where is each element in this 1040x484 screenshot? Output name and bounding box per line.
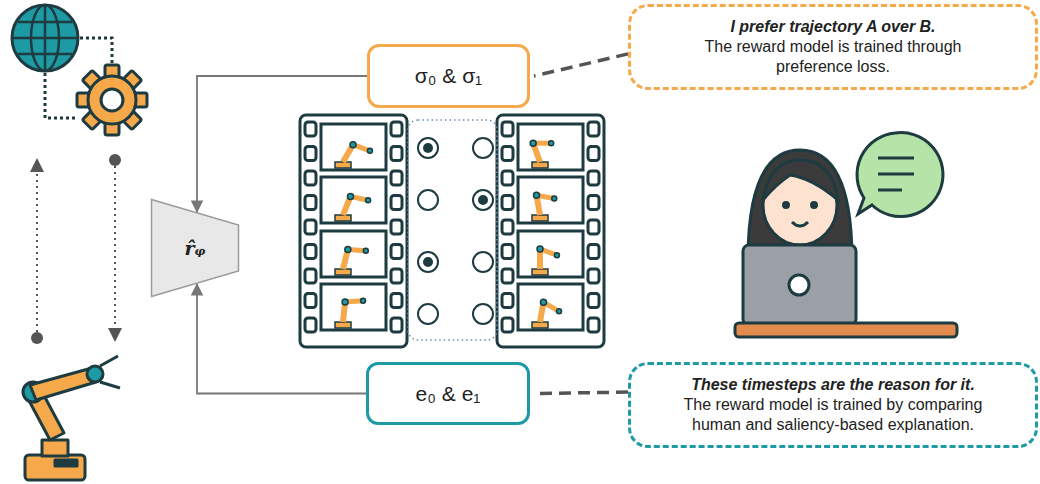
film-strip bbox=[300, 115, 407, 347]
film-frame bbox=[321, 124, 386, 170]
sprocket-hole bbox=[588, 318, 599, 332]
robot-pose bbox=[532, 246, 559, 275]
sprocket-hole bbox=[305, 269, 316, 283]
callout-heading: These timesteps are the reason for it. bbox=[661, 375, 1005, 395]
robot-pose bbox=[530, 140, 554, 168]
radio-button bbox=[473, 304, 493, 324]
radio-button bbox=[473, 138, 493, 158]
film-frame bbox=[518, 124, 583, 170]
film-frame bbox=[321, 284, 386, 330]
robot-pose bbox=[335, 142, 372, 168]
sprocket-hole bbox=[588, 171, 599, 185]
sprocket-hole bbox=[588, 147, 599, 161]
dotted-link bbox=[45, 73, 78, 118]
sprocket-hole bbox=[305, 122, 316, 136]
radio-dot bbox=[423, 257, 433, 267]
sprocket-hole bbox=[391, 122, 402, 136]
radio-dot bbox=[478, 195, 488, 205]
sprocket-hole bbox=[305, 220, 316, 234]
node-label: e₀ & e₁ bbox=[416, 382, 481, 406]
sprocket-hole bbox=[502, 196, 513, 210]
robot-pose bbox=[335, 298, 366, 328]
dotted-arrow bbox=[114, 160, 116, 335]
node-label: σ₀ & σ₁ bbox=[415, 64, 482, 88]
input-box: e₀ & e₁ bbox=[366, 362, 530, 425]
callout-body: The reward model is trained through pref… bbox=[689, 37, 977, 77]
sprocket-hole bbox=[391, 294, 402, 308]
callout-box: I prefer trajectory A over B.The reward … bbox=[628, 4, 1038, 90]
sprocket-hole bbox=[305, 196, 316, 210]
robot-arm-icon bbox=[23, 356, 120, 480]
robot-pose bbox=[335, 193, 371, 221]
robot-pose bbox=[532, 192, 557, 221]
sprocket-hole bbox=[502, 294, 513, 308]
sprocket-hole bbox=[305, 318, 316, 332]
sprocket-hole bbox=[588, 294, 599, 308]
sprocket-hole bbox=[305, 147, 316, 161]
arrow-dot bbox=[109, 154, 121, 166]
flow-arrow bbox=[197, 284, 366, 393]
leader-line bbox=[534, 54, 628, 76]
flow-arrow bbox=[197, 76, 367, 212]
sprocket-hole bbox=[305, 294, 316, 308]
leader-line bbox=[534, 392, 628, 393]
callout-box: These timesteps are the reason for it.Th… bbox=[628, 362, 1038, 448]
sprocket-hole bbox=[305, 171, 316, 185]
film-frame bbox=[518, 231, 583, 277]
sprocket-hole bbox=[588, 269, 599, 283]
sprocket-hole bbox=[391, 269, 402, 283]
sprocket-hole bbox=[305, 245, 316, 259]
sprocket-hole bbox=[502, 245, 513, 259]
dotted-arrow bbox=[36, 165, 38, 338]
film-strip bbox=[497, 115, 604, 347]
speech-bubble bbox=[857, 133, 943, 217]
node-label: r̂ᵩ bbox=[185, 237, 206, 259]
arrow-dot bbox=[31, 332, 43, 344]
film-frame bbox=[321, 177, 386, 223]
input-box: σ₀ & σ₁ bbox=[367, 44, 530, 108]
radio-button bbox=[418, 190, 438, 210]
selection-frame bbox=[408, 120, 497, 340]
callout-heading: I prefer trajectory A over B. bbox=[689, 17, 977, 37]
callout-body: The reward model is trained by comparing… bbox=[661, 395, 1005, 435]
radio-button bbox=[473, 190, 493, 210]
sprocket-hole bbox=[588, 196, 599, 210]
radio-button bbox=[418, 252, 438, 272]
sprocket-hole bbox=[391, 220, 402, 234]
film-frame bbox=[518, 177, 583, 223]
sprocket-hole bbox=[588, 220, 599, 234]
sprocket-hole bbox=[502, 122, 513, 136]
radio-dot bbox=[423, 143, 433, 153]
robot-pose bbox=[335, 247, 368, 275]
sprocket-hole bbox=[391, 171, 402, 185]
film-frame bbox=[321, 231, 386, 277]
gear-icon bbox=[77, 65, 147, 135]
sprocket-hole bbox=[391, 196, 402, 210]
sprocket-hole bbox=[502, 318, 513, 332]
globe-icon bbox=[12, 5, 78, 71]
sprocket-hole bbox=[588, 245, 599, 259]
radio-button bbox=[418, 138, 438, 158]
sprocket-hole bbox=[588, 122, 599, 136]
sprocket-hole bbox=[391, 147, 402, 161]
sprocket-hole bbox=[502, 269, 513, 283]
sprocket-hole bbox=[502, 147, 513, 161]
radio-button bbox=[418, 304, 438, 324]
reward-model: r̂ᵩ bbox=[150, 198, 240, 298]
sprocket-hole bbox=[502, 220, 513, 234]
radio-button bbox=[473, 252, 493, 272]
sprocket-hole bbox=[391, 318, 402, 332]
film-frame bbox=[518, 284, 583, 330]
sprocket-hole bbox=[391, 245, 402, 259]
robot-pose bbox=[532, 299, 562, 328]
sprocket-hole bbox=[502, 171, 513, 185]
